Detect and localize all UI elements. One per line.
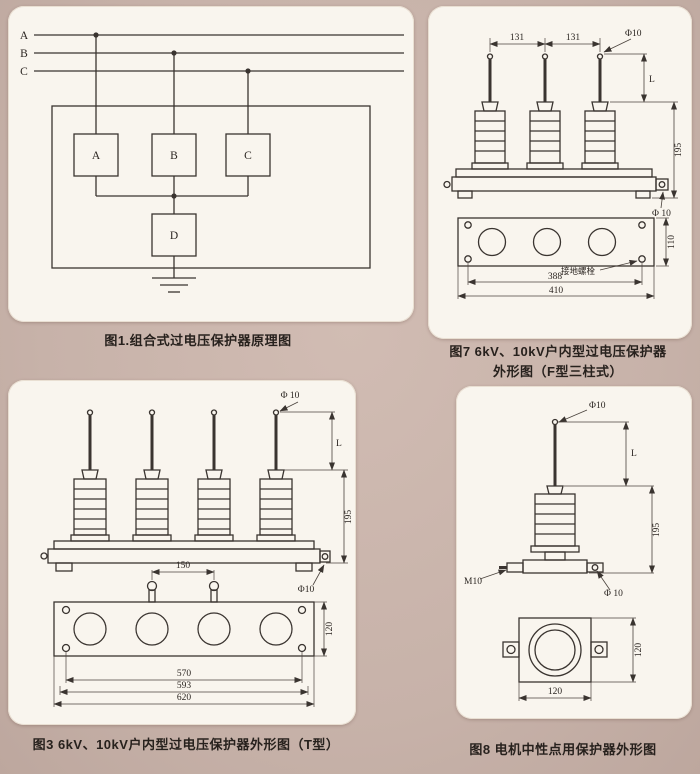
caption-figure7-line1: 图7 6kV、10kV户内型过电压保护器	[449, 344, 667, 359]
base-assembly	[499, 551, 604, 574]
dim-length: 410	[549, 286, 564, 296]
dim-stud: M10	[464, 577, 482, 587]
eye-bolts	[146, 580, 220, 603]
dimension-depth: 120	[314, 601, 335, 657]
insulator-column	[69, 408, 111, 543]
dim-hole-dia: Φ10	[298, 585, 315, 595]
dimension-height: 195	[610, 101, 684, 199]
ground-bolt-callout: 接地螺栓	[561, 259, 638, 276]
ground-bolt-label: 接地螺栓	[561, 266, 596, 276]
insulator-column	[193, 408, 235, 543]
top-view	[502, 617, 608, 683]
dimension-mount-hole: Φ 10	[596, 570, 623, 599]
caption-figure7-line2: 外形图（F型三柱式）	[493, 363, 623, 379]
dimension-pitch: 131 131	[489, 33, 601, 52]
insulator-column	[470, 52, 510, 171]
dim-hole-span: 388	[548, 272, 563, 282]
caption-figure7: 图7 6kV、10kV户内型过电压保护器 外形图（F型三柱式）	[420, 342, 696, 381]
caption-figure1: 图1.组合式过电压保护器原理图	[104, 333, 292, 348]
dim-rod-len: L	[631, 449, 637, 459]
dim-depth: 120	[634, 643, 644, 658]
dim-rod-dia: Φ10	[625, 29, 642, 39]
dim-height: 195	[344, 510, 354, 525]
dim-rod-dia: Φ10	[589, 401, 606, 411]
top-view	[53, 601, 315, 657]
top-view	[457, 217, 655, 267]
base-assembly	[443, 168, 669, 199]
phase-label-a: A	[20, 30, 29, 42]
dim-hole-dia: Φ 10	[652, 209, 671, 219]
dimension-depth: 110	[656, 217, 677, 267]
panel-figure7: 131 131 Φ10 L 195 Φ 10	[428, 6, 692, 339]
dimension-rod-diameter: Φ10	[558, 401, 606, 423]
dimension-mid-span: 593	[59, 681, 309, 695]
dimension-eye-pitch: 150	[151, 561, 215, 580]
dim-rod-len: L	[336, 439, 342, 449]
dim-hole-dia: Φ 10	[604, 589, 623, 599]
caption-figure8: 图8 电机中性点用保护器外形图	[469, 742, 657, 757]
base-assembly	[40, 540, 331, 572]
panel-figure8: Φ10 L 195 M10 Φ 10	[456, 386, 692, 719]
unit-label-c: C	[244, 150, 252, 162]
dimension-rod-length: L	[604, 53, 655, 103]
panel-figure1: A B C A B C	[8, 6, 414, 322]
dim-pitch-left: 131	[510, 33, 525, 43]
phase-label-b: B	[20, 48, 28, 60]
dimension-rod-length: L	[558, 421, 637, 487]
dimension-stud: M10	[464, 569, 507, 587]
dimension-depth: 120	[591, 617, 644, 683]
dimension-hole-span: 570	[65, 652, 303, 683]
phase-label-c: C	[20, 66, 28, 78]
insulator-column	[255, 408, 297, 543]
dim-pitch-right: 131	[566, 33, 581, 43]
dim-hole-span: 570	[177, 669, 192, 679]
panel-figure3: Φ 10 L 195 Φ10	[8, 380, 356, 725]
dim-depth: 120	[325, 622, 335, 637]
unit-label-d: D	[170, 230, 178, 242]
dim-eye-pitch: 150	[176, 561, 191, 571]
dimension-rod-diameter: Φ10	[603, 29, 642, 53]
figure7-outline-drawing: 131 131 Φ10 L 195 Φ 10	[443, 29, 684, 299]
dimension-height: 195	[284, 469, 354, 564]
insulator-column	[525, 52, 565, 171]
dimension-width: 120	[518, 682, 592, 701]
dim-length: 620	[177, 693, 192, 703]
dimension-rod-diameter: Φ 10	[279, 391, 300, 412]
dim-depth: 110	[667, 235, 677, 249]
dim-rod-len: L	[649, 75, 655, 85]
arrester-unit-boxes: A B C	[73, 133, 271, 177]
insulator-column	[580, 52, 620, 171]
tap-connections	[93, 32, 251, 134]
enclosure-outline	[51, 105, 371, 269]
unit-label-a: A	[92, 150, 101, 162]
dimension-length: 410	[457, 266, 655, 299]
dimension-rod-length: L	[280, 411, 342, 471]
dim-rod-dia: Φ 10	[281, 391, 300, 401]
dim-width: 120	[548, 687, 563, 697]
ground-symbol	[152, 277, 196, 293]
insulator-column	[530, 418, 580, 553]
insulator-column	[131, 408, 173, 543]
dimension-hole-span: 388	[467, 263, 643, 285]
dimension-height: 195	[564, 485, 662, 574]
figure3-outline-drawing: Φ 10 L 195 Φ10	[40, 391, 354, 707]
figure1-schematic: A B C A B C	[20, 30, 404, 293]
caption-figure3: 图3 6kV、10kV户内型过电压保护器外形图（T型）	[32, 737, 340, 752]
internal-wiring	[95, 176, 249, 214]
dim-height: 195	[652, 523, 662, 538]
figure8-outline-drawing: Φ10 L 195 M10 Φ 10	[464, 401, 662, 701]
dimension-length: 620	[53, 656, 315, 707]
dimension-mount-hole: Φ 10	[652, 191, 671, 219]
dimension-mount-hole: Φ10	[298, 564, 325, 595]
phase-bus-lines: A B C	[20, 30, 404, 78]
dim-mid-span: 593	[177, 681, 192, 691]
dim-height: 195	[674, 143, 684, 158]
neutral-unit-box: D	[151, 213, 197, 257]
unit-label-b: B	[170, 150, 178, 162]
